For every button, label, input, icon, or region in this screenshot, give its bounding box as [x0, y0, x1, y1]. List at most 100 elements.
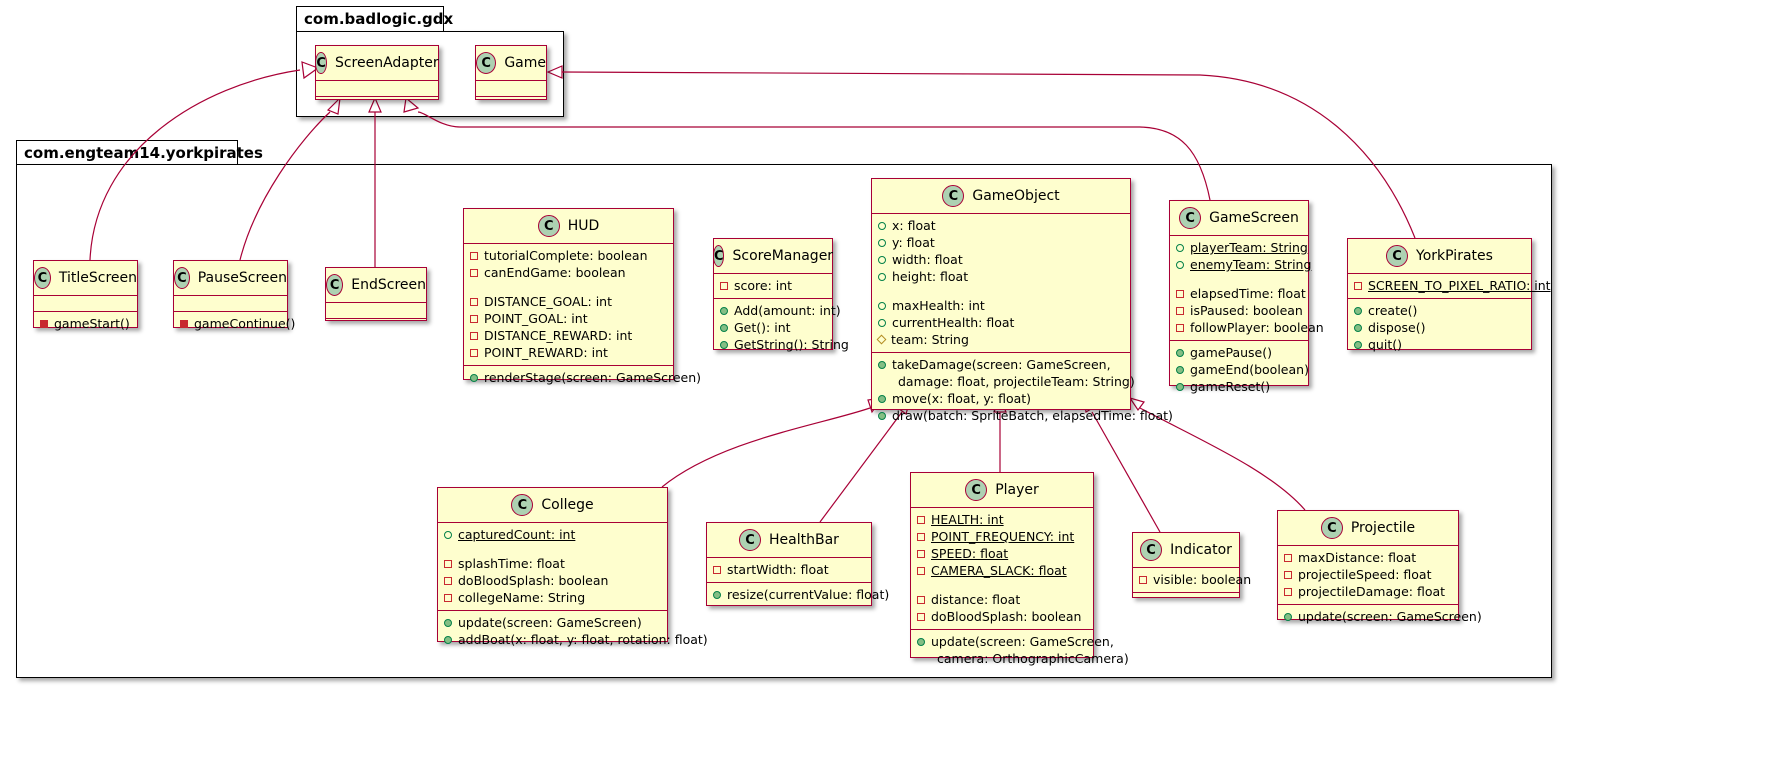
- field-row: POINT_REWARD: int: [464, 344, 673, 361]
- method-row: Get(): int: [714, 319, 832, 336]
- public-method-icon: [1176, 365, 1184, 374]
- arrowhead-titlescreen: [301, 61, 320, 80]
- field-row: distance: float: [911, 591, 1093, 608]
- private-field-icon: [917, 566, 925, 575]
- class-icon: C: [326, 274, 344, 296]
- fields-section: playerTeam: String enemyTeam: String ela…: [1170, 235, 1324, 340]
- public-field-icon: [878, 301, 886, 310]
- private-field-icon: [720, 281, 728, 290]
- class-icon: C: [315, 52, 327, 74]
- field-row: maxDistance: float: [1278, 549, 1458, 566]
- private-field-icon: [470, 331, 478, 340]
- method-row: move(x: float, y: float): [872, 390, 1130, 407]
- class-gamescreen[interactable]: C GameScreen playerTeam: String enemyTeam…: [1169, 200, 1324, 394]
- private-field-icon: [917, 532, 925, 541]
- fields-section: [34, 295, 137, 311]
- private-method-icon: [180, 319, 188, 328]
- public-method-icon: [1354, 323, 1362, 332]
- method-row: gameReset(): [1170, 378, 1308, 395]
- private-field-icon: [444, 593, 452, 602]
- private-field-icon: [470, 297, 478, 306]
- class-name: GameScreen: [1209, 210, 1299, 226]
- class-icon: C: [1320, 517, 1343, 539]
- fields-section: maxDistance: float projectileSpeed: floa…: [1278, 545, 1458, 604]
- methods-section: [476, 96, 546, 112]
- private-field-icon: [1354, 281, 1362, 290]
- private-field-icon: [1176, 289, 1184, 298]
- class-name: Game: [504, 55, 546, 71]
- arrowhead-yorkpirates: [546, 65, 563, 79]
- fields-section: startWidth: float: [707, 557, 871, 582]
- method-row: dispose(): [1348, 319, 1531, 336]
- field-row: doBloodSplash: boolean: [438, 572, 667, 589]
- package-tab-york: com.engteam14.yorkpirates: [16, 140, 263, 165]
- public-method-icon: [720, 306, 728, 315]
- method-row: gamePause(): [1170, 344, 1308, 361]
- method-row: addBoat(x: float, y: float, rotation: fl…: [438, 631, 708, 648]
- fields-section: visible: boolean: [1133, 567, 1251, 592]
- class-name: GameObject: [972, 188, 1060, 204]
- arrowhead-projectile: [1128, 396, 1146, 412]
- field-row: POINT_GOAL: int: [464, 310, 673, 327]
- edge-projectile-gameobject: [1139, 407, 1306, 511]
- method-row: GetString(): String: [714, 336, 849, 353]
- fields-section: [174, 295, 287, 311]
- private-field-icon: [470, 268, 478, 277]
- field-row: capturedCount: int: [438, 526, 667, 543]
- public-method-icon: [720, 340, 728, 349]
- class-name: HUD: [567, 218, 600, 234]
- field-row: playerTeam: String: [1170, 239, 1308, 256]
- private-field-icon: [1139, 575, 1147, 584]
- field-row: startWidth: float: [707, 561, 871, 578]
- edge-healthbar-gameobject: [819, 411, 903, 523]
- private-field-icon: [444, 576, 452, 585]
- private-field-icon: [917, 612, 925, 621]
- field-row: currentHealth: float: [872, 314, 1130, 331]
- field-row: HEALTH: int: [911, 511, 1093, 528]
- fields-section: [476, 80, 546, 96]
- method-row: resize(currentValue: float): [707, 586, 889, 603]
- edge-gamescreen-screenadapter: [417, 111, 1211, 201]
- class-icon: C: [739, 529, 762, 551]
- class-icon: C: [942, 185, 965, 207]
- private-field-icon: [713, 565, 721, 574]
- public-field-icon: [878, 272, 886, 281]
- field-row: followPlayer: boolean: [1170, 319, 1324, 336]
- public-method-icon: [713, 590, 721, 599]
- method-row: gameStart(): [34, 315, 137, 332]
- method-row: update(screen: GameScreen): [438, 614, 667, 631]
- public-field-icon: [878, 255, 886, 264]
- method-row: update(screen: GameScreen,: [911, 633, 1114, 650]
- class-name: ScreenAdapter: [334, 55, 439, 71]
- method-row: draw(batch: SpriteBatch, elapsedTime: fl…: [872, 407, 1173, 424]
- public-method-icon: [1176, 382, 1184, 391]
- class-screenadapter[interactable]: C ScreenAdapter: [315, 45, 439, 100]
- methods-section: update(screen: GameScreen, camera: Ortho…: [911, 629, 1129, 671]
- class-icon: C: [1179, 207, 1202, 229]
- public-method-icon: [1284, 612, 1292, 621]
- private-field-icon: [1284, 570, 1292, 579]
- public-method-icon: [1176, 348, 1184, 357]
- methods-section: takeDamage(screen: GameScreen, damage: f…: [872, 352, 1173, 428]
- public-method-icon: [470, 373, 478, 382]
- public-method-icon: [1354, 340, 1362, 349]
- class-name: College: [541, 497, 594, 513]
- fields-section: HEALTH: int POINT_FREQUENCY: int SPEED: …: [911, 507, 1093, 629]
- fields-section: capturedCount: int splashTime: float doB…: [438, 522, 667, 610]
- public-method-icon: [878, 411, 886, 420]
- methods-section: [1133, 592, 1239, 608]
